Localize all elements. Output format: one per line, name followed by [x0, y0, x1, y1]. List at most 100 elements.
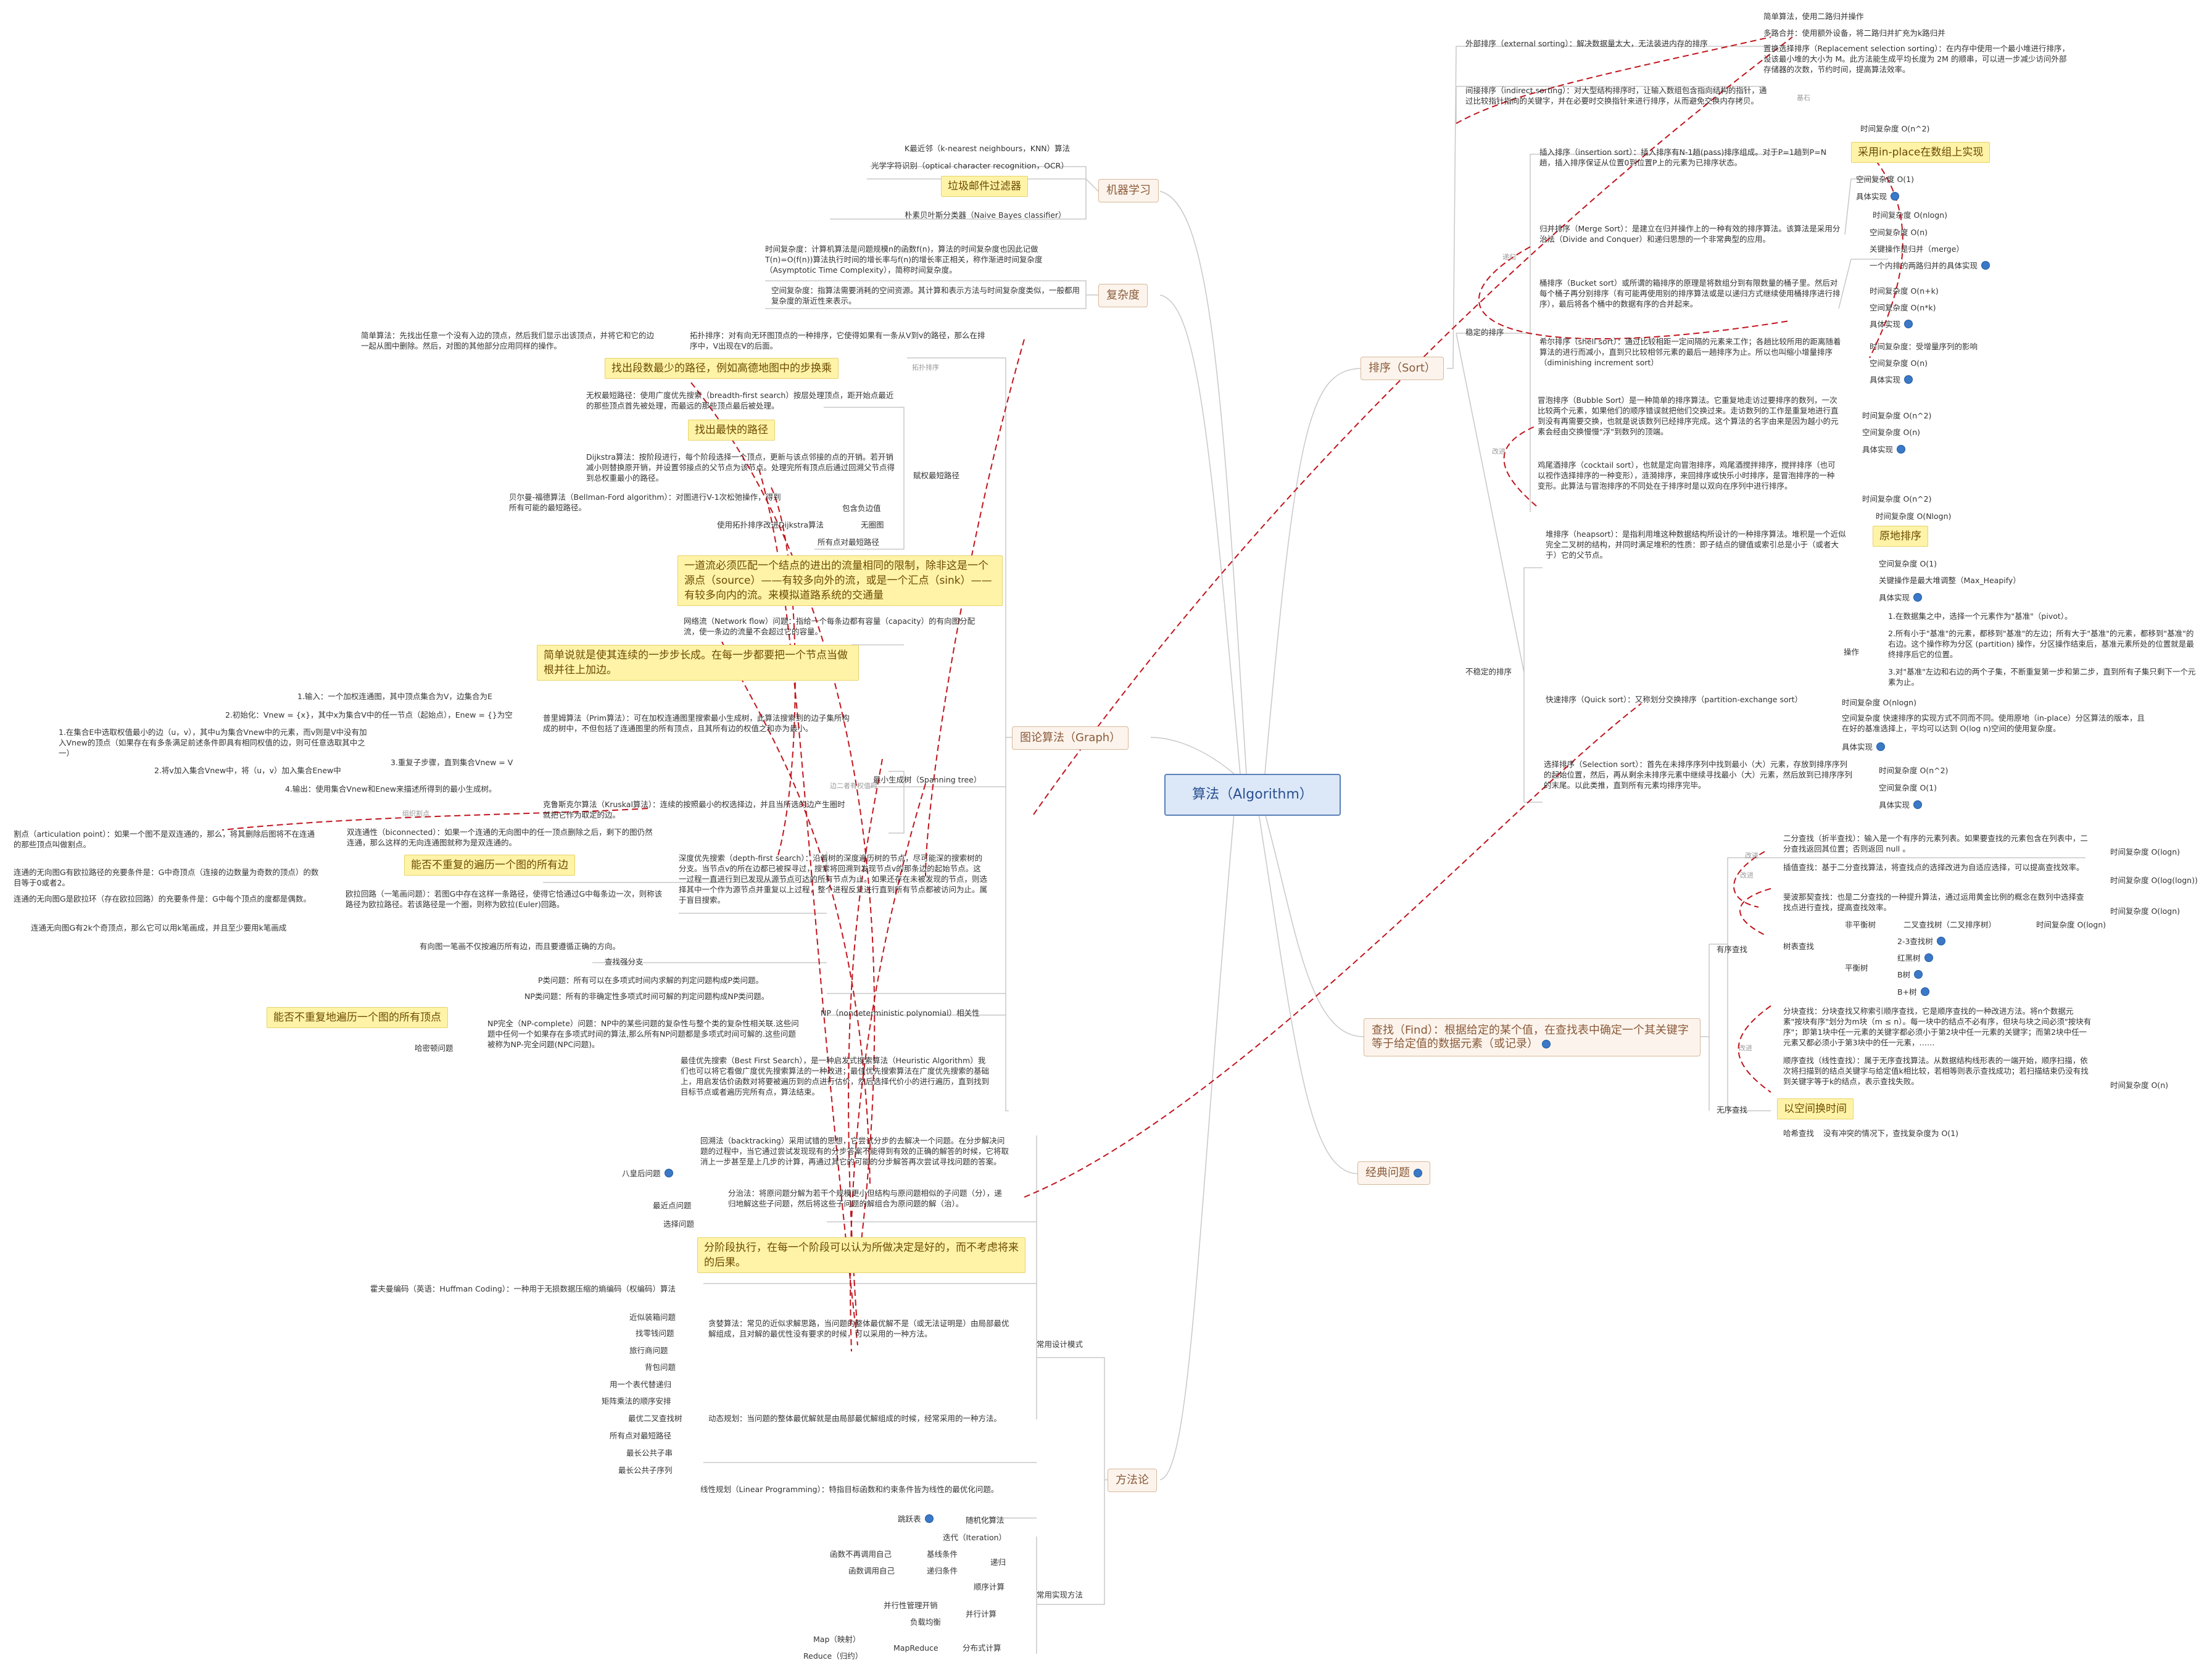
sort-indirect: 间接排序（indirect sorting）：对大型结构排序时，让输入数组包含指… [1465, 86, 1767, 106]
branch-lines [543, 46, 2086, 1654]
method-jump-table[interactable]: 跳跃表 [898, 1514, 934, 1524]
topic-classic-problems[interactable]: 经典问题 [1357, 1161, 1430, 1185]
method-eight-queens[interactable]: 八皇后问题 [622, 1168, 673, 1179]
quick-step3: 3.对"基准"左边和右边的两个子集，不断重复第一步和第二步，直到所有子集只剩下一… [1888, 667, 2196, 687]
euler-circuit-condition: 连通的无向图G是欧拉环（存在欧拉回路）的充要条件是：G中每个顶点的度都是偶数。 [14, 894, 311, 903]
sort-selection-space: 空间复杂度 O(1) [1879, 783, 1937, 792]
sel-impl-note-icon[interactable] [1913, 800, 1923, 809]
rb-note-icon[interactable] [1924, 953, 1933, 962]
relation-label-based: 基石 [1797, 94, 1810, 102]
sort-cocktail: 鸡尾酒排序（cocktail sort），也就是定向冒泡排序，鸡尾酒搅拌排序，搅… [1538, 460, 1836, 491]
rb-label: 红黑树 [1897, 953, 1921, 963]
callout-fastest-path: 找出最快的路径 [688, 420, 775, 441]
quick-impl-note-icon[interactable] [1876, 742, 1886, 751]
bucket-impl-label: 具体实现 [1870, 320, 1901, 329]
sort-heap: 堆排序（heapsort）：是指利用堆这种数据结构所设计的一种排序算法。堆积是一… [1546, 529, 1846, 560]
find-sequential: 顺序查找（线性查找）：属于无序查找算法。从数据结构线形表的一端开始，顺序扫描，依… [1783, 1056, 2089, 1086]
sort-bubble-impl[interactable]: 具体实现 [1862, 444, 1906, 455]
graph-acyclic-dijkstra: 使用拓扑排序改进Dijkstra算法 [717, 520, 824, 529]
graph-articulation: 割点（articulation point）：如果一个图不是双连通的，那么，将其… [14, 829, 315, 849]
method-huffman: 霍夫曼编码（英语：Huffman Coding）：一种用于无损数据压缩的熵编码（… [370, 1284, 676, 1293]
sort-bubble-time: 时间复杂度 O(n^2) [1862, 411, 1932, 420]
jump-table-note-icon[interactable] [924, 1514, 934, 1523]
find-interpolation-time: 时间复杂度 O(log(logn)) [2110, 876, 2198, 885]
merge-impl-note-icon[interactable] [1981, 261, 1990, 270]
method-lp: 线性规划（Linear Programming）：特指目标函数和约束条件皆为线性… [700, 1485, 999, 1494]
find-btree[interactable]: B树 [1897, 969, 1923, 980]
ins-impl-note-icon[interactable] [1891, 192, 1900, 201]
find-fibonacci-time: 时间复杂度 O(logn) [2110, 906, 2181, 916]
sort-heap-space: 空间复杂度 O(1) [1879, 559, 1937, 568]
prim-init: 2.初始化：Vnew = {x}，其中x为集合V中的任一节点（起始点），Enew… [225, 710, 513, 720]
find-23-tree[interactable]: 2-3查找树 [1897, 936, 1945, 947]
eight-queens-note-icon[interactable] [664, 1169, 673, 1177]
topic-methodology[interactable]: 方法论 [1108, 1469, 1157, 1492]
complexity-time: 时间复杂度：计算机算法是问题规模n的函数f(n)，算法的时间复杂度也因此记做T(… [765, 244, 1043, 275]
sort-shell-impl[interactable]: 具体实现 [1870, 375, 1913, 385]
sel-impl-label: 具体实现 [1879, 800, 1910, 810]
sort-insertion-space: 空间复杂度 O(1) [1856, 175, 1915, 184]
find-binary: 二分查找（折半查找）：输入是一个有序的元素列表。如果要查找的元素包含在列表中，二… [1783, 834, 2088, 853]
method-parallel-overhead: 并行性管理开销 [884, 1601, 938, 1610]
relation-label-find-improve1: 改进 [1745, 852, 1758, 860]
topic-find-note-icon[interactable] [1542, 1040, 1551, 1048]
sort-heap-impl[interactable]: 具体实现 [1879, 592, 1923, 603]
prim-add-vertex: 2.将v加入集合Vnew中，将（u，v）加入集合Enew中 [154, 766, 341, 775]
sort-merge-impl[interactable]: 一个内排的两路归并的具体实现 [1870, 260, 1990, 271]
find-red-black[interactable]: 红黑树 [1897, 953, 1933, 963]
sort-heap-time: 时间复杂度 O(Nlogn) [1876, 512, 1952, 521]
topic-sort[interactable]: 排序（Sort） [1361, 357, 1444, 380]
prim-input: 1.输入：一个加权连通图，其中顶点集合为V，边集合为E [297, 692, 492, 701]
graph-negative-edges: 包含负边值 [842, 504, 881, 513]
graph-p-class: P类问题：所有可以在多项式时间内求解的判定问题构成P类问题。 [538, 976, 764, 985]
bucket-impl-note-icon[interactable] [1904, 320, 1913, 328]
bubble-impl-note-icon[interactable] [1897, 445, 1906, 454]
classic-note-icon[interactable] [1414, 1169, 1422, 1177]
graph-weighted-shortest: 赋权最短路径 [913, 471, 960, 480]
topic-machine-learning[interactable]: 机器学习 [1098, 179, 1159, 202]
tree23-note-icon[interactable] [1936, 937, 1945, 945]
method-table-recursion: 用一个表代替递归 [610, 1380, 672, 1389]
callout-inplace-heap: 原地排序 [1873, 526, 1928, 547]
heap-impl-note-icon[interactable] [1913, 593, 1923, 602]
find-bplus[interactable]: B+树 [1897, 987, 1929, 997]
method-selection: 选择问题 [663, 1219, 695, 1229]
root-topic[interactable]: 算法（Algorithm） [1164, 774, 1341, 816]
shell-impl-note-icon[interactable] [1904, 375, 1913, 384]
relation-label-topo: 拓扑排序 [912, 363, 939, 371]
bplus-label: B+树 [1897, 987, 1917, 997]
method-sequential: 顺序计算 [974, 1582, 1005, 1591]
sort-insertion-time: 时间复杂度 O(n^2) [1860, 124, 1930, 133]
topic-graph[interactable]: 图论算法（Graph） [1012, 726, 1129, 750]
find-hash: 哈希查找 [1783, 1129, 1815, 1138]
sort-insertion-impl[interactable]: 具体实现 [1856, 191, 1900, 202]
sort-selection-impl[interactable]: 具体实现 [1879, 800, 1923, 810]
relation-label-recursive: 递归 [1502, 253, 1516, 261]
method-tsp: 旅行商问题 [629, 1346, 668, 1355]
sort-bubble: 冒泡排序（Bubble Sort）是一种简单的排序算法。它重复地走访过要排序的数… [1538, 396, 1839, 436]
sort-bucket-impl[interactable]: 具体实现 [1870, 319, 1913, 330]
topic-find[interactable]: 查找（Find）：根据给定的某个值，在查找表中确定一个其关键字等于给定值的数据元… [1364, 1018, 1700, 1056]
callout-greedy: 分阶段执行，在每一个阶段可以认为所做决定是好的，而不考虑将来的后果。 [697, 1237, 1025, 1273]
find-tree: 树表查找 [1783, 942, 1815, 951]
callout-prim: 简单说就是使其连续的一步步长成。在每一步都要把一个节点当做根并往上加边。 [537, 645, 859, 681]
sort-merge-time: 时间复杂度 O(nlogn) [1873, 210, 1947, 220]
bplus-note-icon[interactable] [1920, 987, 1929, 996]
btree-note-icon[interactable] [1914, 970, 1923, 979]
callout-space-for-time: 以空间换时间 [1777, 1098, 1854, 1119]
relation-label-find-improve2: 改进 [1740, 871, 1754, 879]
method-base-case: 基线条件 [927, 1549, 958, 1559]
method-map: Map（映射） [813, 1635, 861, 1644]
method-design-modes: 常用设计模式 [1037, 1340, 1083, 1349]
method-knapsack: 背包问题 [645, 1363, 676, 1372]
graph-kruskal: 克鲁斯克尔算法（Kruskal算法）：连续的按照最小的权选择边，并且当所选的边产… [543, 800, 845, 819]
quick-step2: 2.所有小于"基准"的元素，都移到"基准"的左边；所有大于"基准"的元素，都移到… [1888, 629, 2194, 659]
prim-output: 4.输出：使用集合Vnew和Enew来描述所得到的最小生成树。 [285, 784, 497, 794]
sort-quick-impl[interactable]: 具体实现 [1842, 742, 1886, 752]
sort-quick-space: 空间复杂度 快速排序的实现方式不同而不同。使用原地（in-place）分区算法的… [1842, 713, 2145, 733]
graph-hamilton: 哈密顿问题 [415, 1043, 454, 1053]
method-func-self: 函数调用自己 [848, 1566, 895, 1575]
topic-complexity[interactable]: 复杂度 [1098, 284, 1148, 307]
sort-simple-merge: 简单算法，使用二路归并操作 [1763, 12, 1864, 21]
sort-selection-time: 时间复杂度 O(n^2) [1879, 766, 1949, 775]
